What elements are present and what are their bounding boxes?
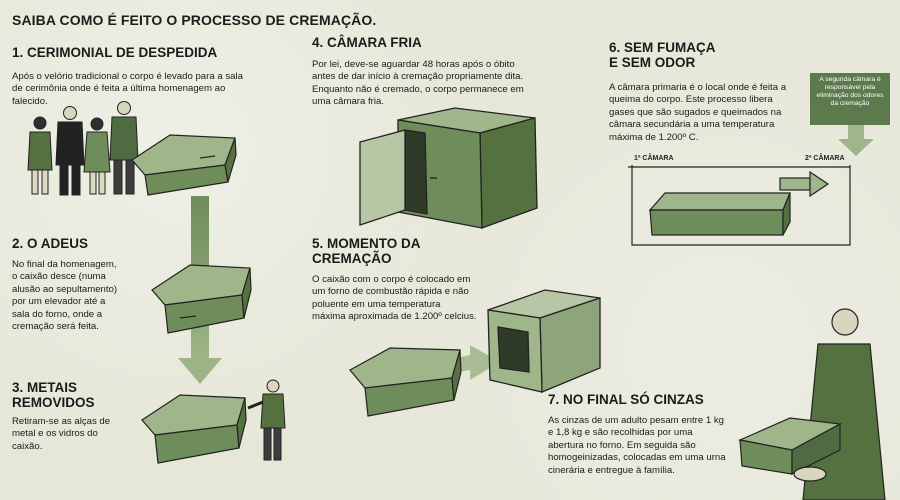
secondary-chamber-label: 2ª CÂMARA: [805, 155, 845, 162]
step-6-text: A câmara primaria é o local onde é feita…: [609, 82, 787, 143]
step-1-title: 1. CERIMONIAL DE DESPEDIDA: [12, 45, 218, 60]
step-3-text: Retiram-se as alças de metal e os vidros…: [12, 416, 111, 452]
step-1-text: Após o velório tradicional o corpo é lev…: [12, 71, 243, 107]
coffin-cremation: [349, 347, 462, 417]
step-7-text: As cinzas de um adulto pesam entre 1 kg …: [548, 415, 726, 476]
mourners-illustration: [27, 101, 139, 196]
step-4-text: Por lei, deve-se aguardar 48 horas após …: [312, 59, 524, 108]
step-5-text: O caixão com o corpo é colocado em um fo…: [312, 274, 477, 323]
primary-chamber-label: 1ª CÂMARA: [634, 155, 674, 162]
note-down-arrow: [838, 123, 874, 156]
secondary-chamber-note: A segunda câmara é responsável pela elim…: [810, 73, 890, 125]
step-2-title: 2. O ADEUS: [12, 236, 89, 251]
step-4-title: 4. CÂMARA FRIA: [312, 35, 422, 50]
furnace: [487, 289, 601, 393]
worker-illustration: [247, 379, 286, 461]
step-6-title: 6. SEM FUMAÇA E SEM ODOR: [609, 40, 716, 70]
chamber-diagram: [628, 165, 851, 246]
coffin-metals-removed: [141, 394, 247, 464]
cold-chamber: [359, 107, 538, 229]
coffin-ceremony: [131, 134, 237, 196]
coffin-descending: [151, 264, 252, 334]
person-with-urn: [737, 308, 886, 500]
step-2-text: No final da homenagem, o caixão desce (n…: [12, 259, 118, 333]
page-title: SAIBA COMO É FEITO O PROCESSO DE CREMAÇÃ…: [12, 12, 377, 28]
step-7-title: 7. NO FINAL SÓ CINZAS: [548, 392, 704, 407]
step-5-title: 5. MOMENTO DA CREMAÇÃO: [312, 236, 421, 266]
step-3-title: 3. METAIS REMOVIDOS: [12, 380, 95, 410]
